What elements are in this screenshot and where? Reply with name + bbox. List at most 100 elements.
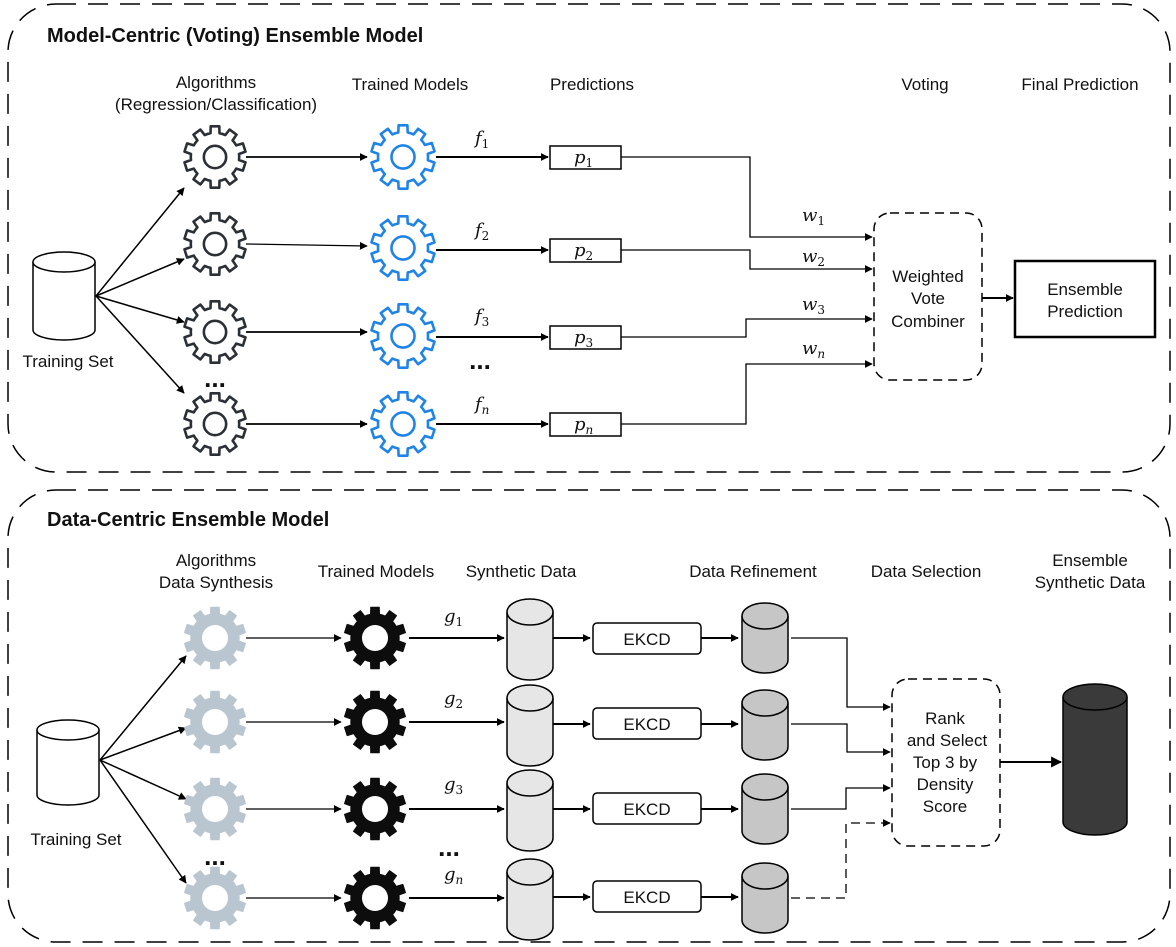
training-set-label: Training Set	[22, 352, 113, 371]
selector-line-2: and Select	[907, 731, 988, 750]
selector-line-1: Rank	[925, 709, 965, 728]
selector-line-3: Top 3 by	[913, 753, 978, 772]
prediction-label-n: pn	[574, 414, 593, 437]
models-dots: ...	[469, 345, 491, 375]
model-centric-panel	[7, 3, 1171, 473]
w-label-n: wn	[802, 338, 825, 361]
data-centric-panel	[7, 489, 1171, 943]
f-label-3: f3	[473, 306, 489, 329]
g-label-n: gn	[444, 864, 463, 887]
trained-generator-gear-icon-4	[344, 866, 406, 930]
prediction-label-2: p2	[574, 240, 593, 263]
header-ensemble: Ensemble	[1052, 551, 1128, 570]
fan2-arrow-2	[99, 726, 187, 761]
header-algorithms-sub: (Regression/Classification)	[115, 95, 317, 114]
w-label-2: w2	[802, 246, 825, 269]
synthetic-data-cylinder-3	[506, 769, 554, 852]
g-label-1: g1	[444, 606, 463, 629]
algorithm-gear-icon-3	[183, 300, 247, 364]
refined-data-cylinder-2	[741, 689, 789, 761]
fan2-arrow-1	[99, 655, 187, 761]
ensemble-prediction-box	[1013, 259, 1157, 339]
prediction-label-1: p1	[574, 147, 593, 170]
algorithm-gear-icon-4	[183, 392, 247, 456]
g-label-3: g3	[444, 774, 463, 797]
refined-to-select-line-n	[791, 819, 891, 899]
f-label-1: f1	[473, 128, 489, 151]
ekcd-label-2: EKCD	[623, 715, 670, 734]
trained-model-gear-icon-4	[370, 391, 436, 457]
header-data-selection: Data Selection	[871, 562, 982, 581]
w-label-3: w3	[802, 294, 825, 317]
ekcd-label-n: EKCD	[623, 888, 670, 907]
refined-data-cylinder-4	[741, 862, 789, 934]
header-ensemble-synthetic: Synthetic Data	[1035, 573, 1146, 592]
combiner-line-2: Vote	[911, 289, 945, 308]
model-centric-title: Model-Centric (Voting) Ensemble Model	[47, 25, 423, 47]
fan-arrow-4	[95, 295, 185, 394]
trained-generator-gear-icon-1	[344, 606, 406, 670]
synthetic-data-cylinder-2	[506, 684, 554, 767]
pred-to-vote-line-2	[621, 249, 873, 273]
g-label-2: g2	[444, 688, 463, 711]
f-label-n: fn	[473, 394, 489, 417]
combiner-line-3: Combiner	[891, 312, 965, 331]
header-trained-models-2: Trained Models	[318, 562, 435, 581]
header-voting: Voting	[901, 75, 948, 94]
header-algorithms-2: Algorithms	[176, 551, 256, 570]
header-data-refinement: Data Refinement	[689, 562, 817, 581]
refined-to-select-line-2	[791, 723, 891, 756]
ensemble-synthetic-data-cylinder	[1062, 683, 1128, 836]
f-label-2: f2	[473, 220, 489, 243]
ensemble-prediction-line-2: Prediction	[1047, 302, 1123, 321]
synthesis-gear-icon-2	[184, 690, 246, 754]
pred-to-vote-line-3	[621, 315, 873, 338]
w-label-1: w1	[802, 205, 825, 228]
trained-model-gear-icon-2	[370, 215, 436, 281]
pred-to-vote-line-1	[621, 156, 873, 241]
selector-line-4: Density	[917, 775, 974, 794]
fan-arrow-2	[95, 258, 185, 297]
models-dots-2: ...	[438, 832, 460, 862]
refined-to-select-line-3	[791, 784, 891, 810]
synthesis-gear-icon-3	[184, 777, 246, 841]
prediction-label-3: p3	[574, 327, 593, 350]
refined-data-cylinder-1	[741, 602, 789, 674]
algorithm-gear-icon-2	[183, 212, 247, 276]
header-synthetic-data: Synthetic Data	[466, 562, 577, 581]
ekcd-label-1: EKCD	[623, 630, 670, 649]
header-predictions: Predictions	[550, 75, 634, 94]
ekcd-label-3: EKCD	[623, 800, 670, 819]
selector-line-5: Score	[923, 797, 967, 816]
trained-model-gear-icon-1	[370, 124, 436, 190]
ensemble-prediction-line-1: Ensemble	[1047, 280, 1123, 299]
header-final-prediction: Final Prediction	[1021, 75, 1138, 94]
training-set-cylinder-2	[36, 719, 100, 806]
fan2-arrow-4	[99, 759, 187, 884]
training-set-cylinder	[32, 251, 96, 341]
refined-to-select-line-1	[791, 637, 891, 711]
algorithms-dots-2: ...	[204, 841, 226, 871]
fan-arrow-1	[95, 187, 185, 297]
weighted-vote-combiner-box	[873, 212, 983, 381]
header-algorithms: Algorithms	[176, 73, 256, 92]
algorithms-dots: ...	[204, 363, 226, 393]
training-set-label-2: Training Set	[30, 830, 121, 849]
trained-model-gear-icon-3	[370, 303, 436, 369]
header-data-synthesis: Data Synthesis	[159, 573, 273, 592]
fan-arrow-3	[95, 295, 185, 324]
trained-generator-gear-icon-3	[344, 777, 406, 841]
refined-data-cylinder-3	[741, 773, 789, 845]
synthetic-data-cylinder-4	[506, 858, 554, 941]
fan2-arrow-3	[99, 759, 187, 800]
synthesis-gear-icon-1	[184, 606, 246, 670]
combiner-line-1: Weighted	[892, 267, 964, 286]
alg-to-model-arrow-2	[245, 241, 368, 250]
header-trained-models: Trained Models	[352, 75, 469, 94]
trained-generator-gear-icon-2	[344, 690, 406, 754]
data-centric-title: Data-Centric Ensemble Model	[47, 509, 329, 531]
synthesis-gear-icon-4	[184, 866, 246, 930]
pred-to-vote-line-n	[621, 360, 873, 425]
synthetic-data-cylinder-1	[506, 598, 554, 681]
